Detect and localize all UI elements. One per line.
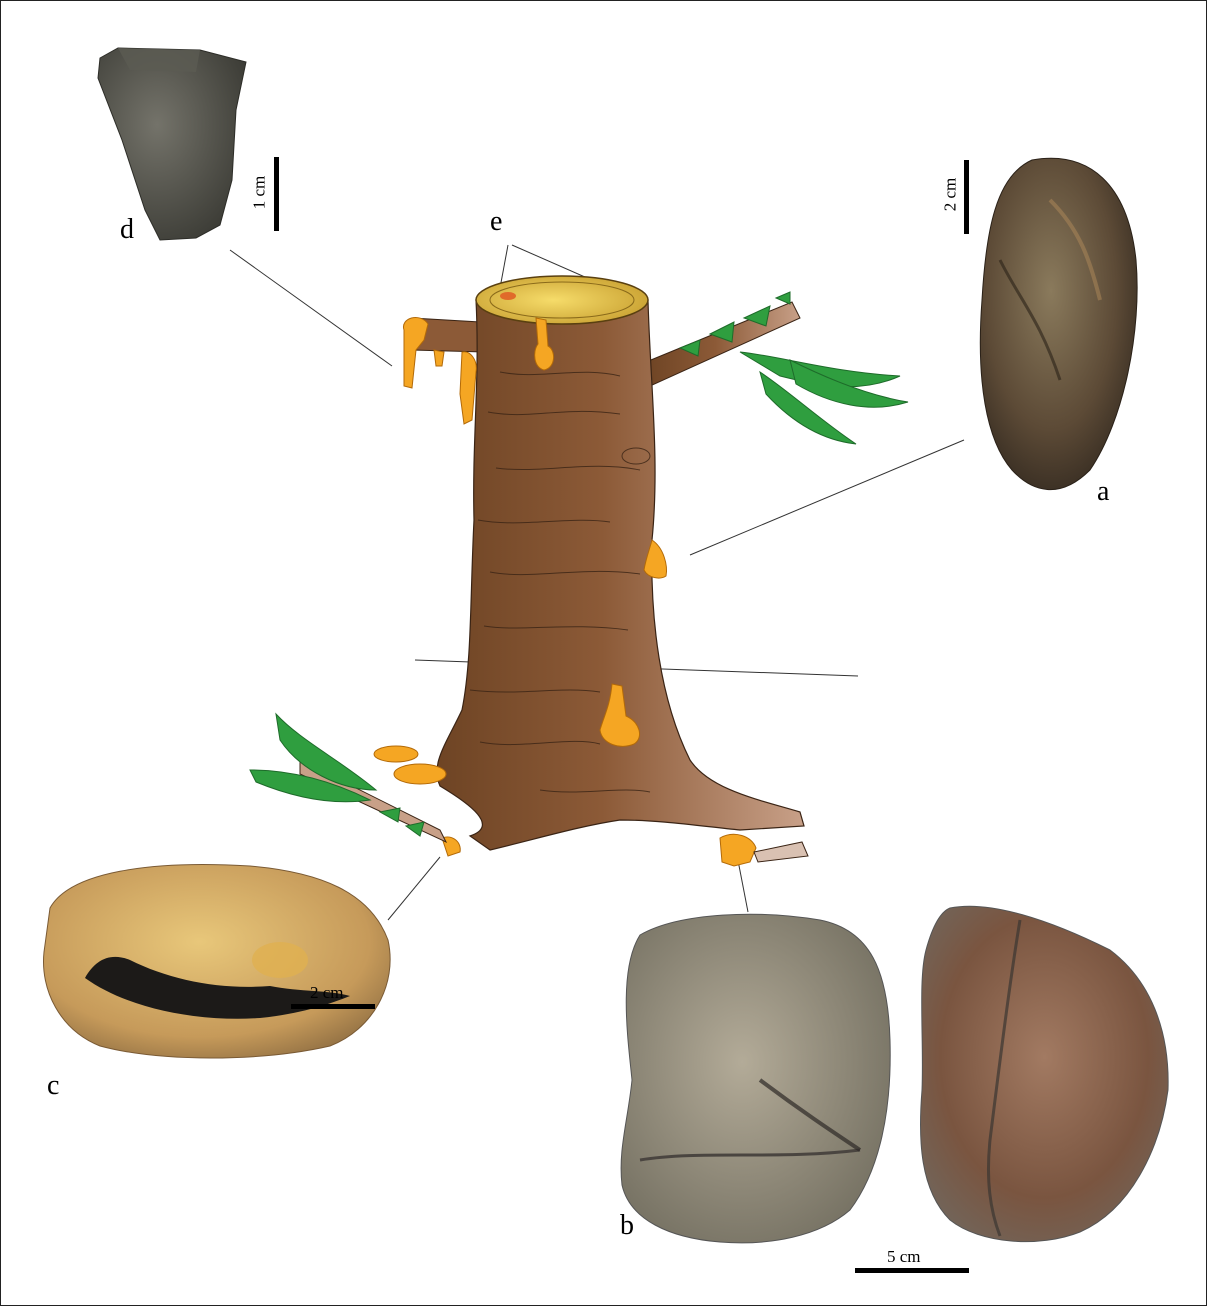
scale-bar-c bbox=[291, 1004, 375, 1009]
scale-label-c: 2 cm bbox=[310, 984, 344, 1001]
specimen-b-photo-right bbox=[920, 906, 1168, 1241]
specimen-d-photo bbox=[98, 48, 246, 240]
pointer-line-a bbox=[690, 440, 964, 555]
pointer-line-c bbox=[388, 857, 440, 920]
scale-bar-a bbox=[964, 160, 969, 234]
scale-bar-b bbox=[855, 1268, 969, 1273]
specimen-a-photo bbox=[980, 158, 1137, 489]
label-a: a bbox=[1097, 478, 1109, 506]
scale-label-a: 2 cm bbox=[942, 173, 959, 217]
stump-top bbox=[476, 276, 648, 324]
scale-label-b: 5 cm bbox=[887, 1248, 921, 1265]
resin-drop-d-site bbox=[403, 317, 428, 388]
tree-stump-illustration bbox=[250, 276, 908, 866]
trunk bbox=[437, 300, 804, 850]
scale-bar-d bbox=[274, 157, 279, 231]
label-d: d bbox=[120, 216, 134, 244]
scale-label-d: 1 cm bbox=[251, 173, 268, 213]
label-c: c bbox=[47, 1072, 59, 1100]
specimen-b-photo-left bbox=[621, 914, 890, 1243]
label-e: e bbox=[490, 208, 502, 236]
specimen-c-photo bbox=[43, 865, 390, 1058]
label-b: b bbox=[620, 1212, 634, 1240]
resin-drop-b-site bbox=[720, 834, 756, 866]
pointer-line-d bbox=[230, 250, 392, 366]
